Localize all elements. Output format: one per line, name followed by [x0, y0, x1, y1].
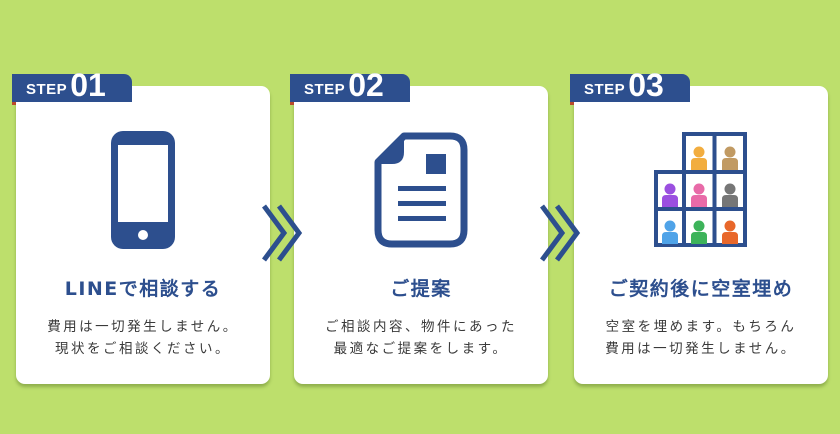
step-number: 03 — [628, 67, 664, 103]
step-badge-01: STEP 01 — [12, 69, 132, 105]
description-line: 費用は一切発生しません。 — [605, 341, 797, 357]
document-icon — [294, 130, 548, 250]
description-line: 費用は一切発生しません。 — [47, 319, 239, 335]
step-label: STEP — [304, 80, 346, 98]
step-badge-03: STEP 03 — [570, 69, 690, 105]
step-title: LINEで相談する — [64, 278, 222, 300]
double-chevron-right-icon — [262, 204, 303, 262]
step-card-01: LINEで相談する 費用は一切発生しません。 現状をご相談ください。 — [16, 86, 270, 384]
description-line: 最適なご提案をします。 — [333, 341, 509, 357]
step-card-03: ご契約後に空室埋め 空室を埋めます。もちろん 費用は一切発生しません。 — [574, 86, 828, 384]
step-title: ご契約後に空室埋め — [608, 278, 794, 300]
description-line: 空室を埋めます。もちろん — [605, 319, 797, 335]
description-line: 現状をご相談ください。 — [55, 341, 231, 357]
apartment-residents-icon — [574, 130, 828, 250]
step-number: 01 — [70, 67, 106, 103]
smartphone-icon — [16, 130, 270, 250]
description-line: ご相談内容、物件にあった — [325, 319, 517, 335]
step-card-02: ご提案 ご相談内容、物件にあった 最適なご提案をします。 — [294, 86, 548, 384]
step-label: STEP — [26, 80, 68, 98]
step-label: STEP — [584, 80, 626, 98]
step-badge-02: STEP 02 — [290, 69, 410, 105]
step-number: 02 — [348, 67, 384, 103]
step-description: ご相談内容、物件にあった 最適なご提案をします。 — [294, 316, 548, 360]
step-title: ご提案 — [390, 278, 452, 300]
step-description: 空室を埋めます。もちろん 費用は一切発生しません。 — [574, 316, 828, 360]
double-chevron-right-icon — [540, 204, 581, 262]
step-description: 費用は一切発生しません。 現状をご相談ください。 — [16, 316, 270, 360]
